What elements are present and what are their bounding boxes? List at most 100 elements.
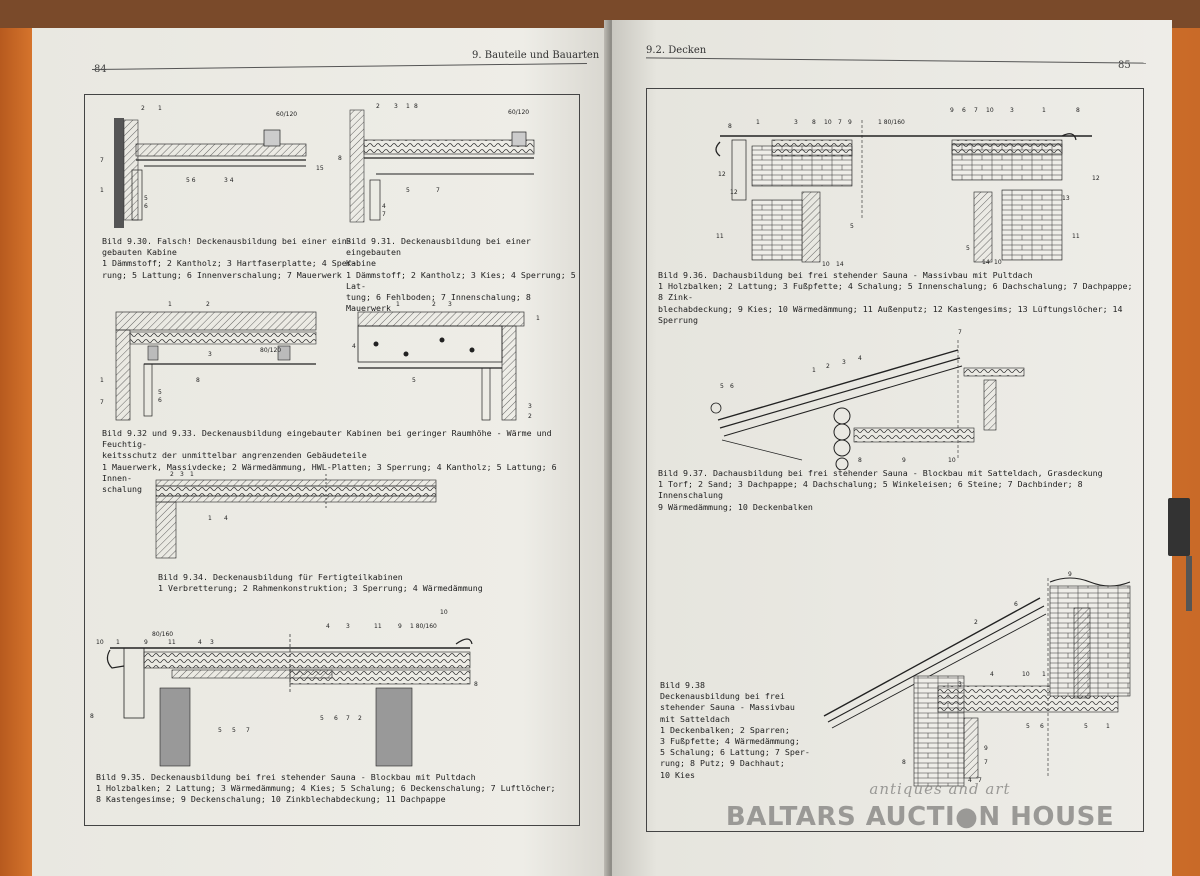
svg-text:1: 1 (208, 515, 212, 522)
svg-text:5: 5 (218, 727, 222, 734)
svg-text:6: 6 (962, 107, 966, 114)
svg-text:5: 5 (232, 727, 236, 734)
caption-9-30: Bild 9.30. Falsch! Deckenausbildung bei … (102, 236, 357, 280)
svg-text:9: 9 (848, 119, 852, 126)
running-head: 9.2. Decken (646, 45, 707, 56)
svg-text:3: 3 (210, 639, 214, 646)
svg-text:1: 1 (406, 103, 410, 110)
figure-frame (646, 88, 1144, 832)
caption-9-34: Bild 9.34. Deckenausbildung für Fertigte… (158, 572, 483, 594)
svg-text:11: 11 (374, 623, 382, 630)
svg-text:5: 5 (720, 383, 724, 390)
svg-text:7: 7 (100, 399, 104, 406)
caption-9-36: Bild 9.36. Dachausbildung bei frei stehe… (658, 270, 1133, 325)
dimension-label: 80/160 (152, 631, 173, 638)
svg-text:2: 2 (974, 619, 978, 626)
figure-frame (84, 94, 580, 826)
svg-text:3: 3 (958, 681, 962, 688)
svg-text:7: 7 (838, 119, 842, 126)
svg-text:12: 12 (718, 171, 726, 178)
svg-text:1: 1 (756, 119, 760, 126)
svg-text:13: 13 (1062, 195, 1070, 202)
svg-text:12: 12 (1092, 175, 1100, 182)
caption-9-31: Bild 9.31. Deckenausbildung bei einer ei… (346, 236, 576, 314)
svg-text:1: 1 (190, 471, 194, 478)
dimension-label: 60/120 (508, 109, 529, 116)
svg-text:3: 3 (346, 623, 350, 630)
dimension-label: 1 80/160 (410, 623, 437, 630)
svg-text:6: 6 (730, 383, 734, 390)
svg-text:8: 8 (414, 103, 418, 110)
svg-text:5: 5 (412, 377, 416, 384)
svg-text:3: 3 (208, 351, 212, 358)
svg-text:3: 3 (842, 359, 846, 366)
svg-text:3: 3 (1010, 107, 1014, 114)
svg-text:9: 9 (144, 639, 148, 646)
svg-text:7: 7 (978, 777, 982, 784)
svg-text:3: 3 (528, 403, 532, 410)
svg-text:1: 1 (812, 367, 816, 374)
svg-text:9: 9 (902, 457, 906, 464)
svg-text:10: 10 (822, 261, 830, 268)
svg-text:8: 8 (196, 377, 200, 384)
svg-text:1: 1 (158, 105, 162, 112)
caption-9-35: Bild 9.35. Deckenausbildung bei frei ste… (96, 772, 556, 805)
svg-text:10: 10 (96, 639, 104, 646)
svg-text:6: 6 (334, 715, 338, 722)
svg-text:8: 8 (858, 457, 862, 464)
caption-9-37: Bild 9.37. Dachausbildung bei frei stehe… (658, 468, 1103, 512)
caption-9-32-33: Bild 9.32 und 9.33. Deckenausbildung ein… (102, 428, 557, 495)
svg-text:11: 11 (716, 233, 724, 240)
svg-text:8: 8 (338, 155, 342, 162)
svg-text:4: 4 (198, 639, 202, 646)
svg-text:5: 5 (1084, 723, 1088, 730)
svg-text:8: 8 (474, 681, 478, 688)
svg-text:3: 3 (394, 103, 398, 110)
svg-text:9: 9 (950, 107, 954, 114)
svg-text:7: 7 (974, 107, 978, 114)
svg-text:9: 9 (398, 623, 402, 630)
svg-text:2: 2 (206, 301, 210, 308)
svg-text:4: 4 (326, 623, 330, 630)
svg-text:10: 10 (986, 107, 994, 114)
svg-text:7: 7 (382, 211, 386, 218)
svg-text:1: 1 (1042, 107, 1046, 114)
svg-text:1: 1 (536, 315, 540, 322)
svg-text:5: 5 (406, 187, 410, 194)
dimension-label: 60/120 (276, 111, 297, 118)
svg-text:3: 3 (448, 301, 452, 308)
svg-text:2: 2 (528, 413, 532, 420)
svg-text:5: 5 (144, 195, 148, 202)
svg-text:3 4: 3 4 (224, 177, 234, 184)
svg-text:2: 2 (376, 103, 380, 110)
svg-text:4: 4 (224, 515, 228, 522)
svg-text:4: 4 (382, 203, 386, 210)
svg-text:7: 7 (246, 727, 250, 734)
page-number: 85 (1118, 60, 1131, 71)
svg-text:2: 2 (826, 363, 830, 370)
svg-text:6: 6 (144, 203, 148, 210)
svg-text:10: 10 (994, 259, 1002, 266)
svg-text:11: 11 (168, 639, 176, 646)
svg-text:8: 8 (902, 759, 906, 766)
svg-text:1: 1 (1042, 671, 1046, 678)
svg-text:5: 5 (1026, 723, 1030, 730)
svg-text:5: 5 (850, 223, 854, 230)
svg-text:11: 11 (1072, 233, 1080, 240)
running-head: 9. Bauteile und Bauarten (472, 50, 600, 61)
svg-text:8: 8 (728, 123, 732, 130)
svg-text:8: 8 (1076, 107, 1080, 114)
svg-text:1: 1 (168, 301, 172, 308)
svg-text:1: 1 (396, 301, 400, 308)
svg-text:5: 5 (158, 389, 162, 396)
left-page: 8 4 9. Bauteile und Bauarten 2 1 60/120 7 1… (32, 28, 610, 876)
bookmark-tab (1168, 498, 1190, 556)
svg-text:9: 9 (1068, 571, 1072, 578)
svg-text:8: 8 (90, 713, 94, 720)
svg-text:9: 9 (984, 745, 988, 752)
svg-text:5 6: 5 6 (186, 177, 196, 184)
